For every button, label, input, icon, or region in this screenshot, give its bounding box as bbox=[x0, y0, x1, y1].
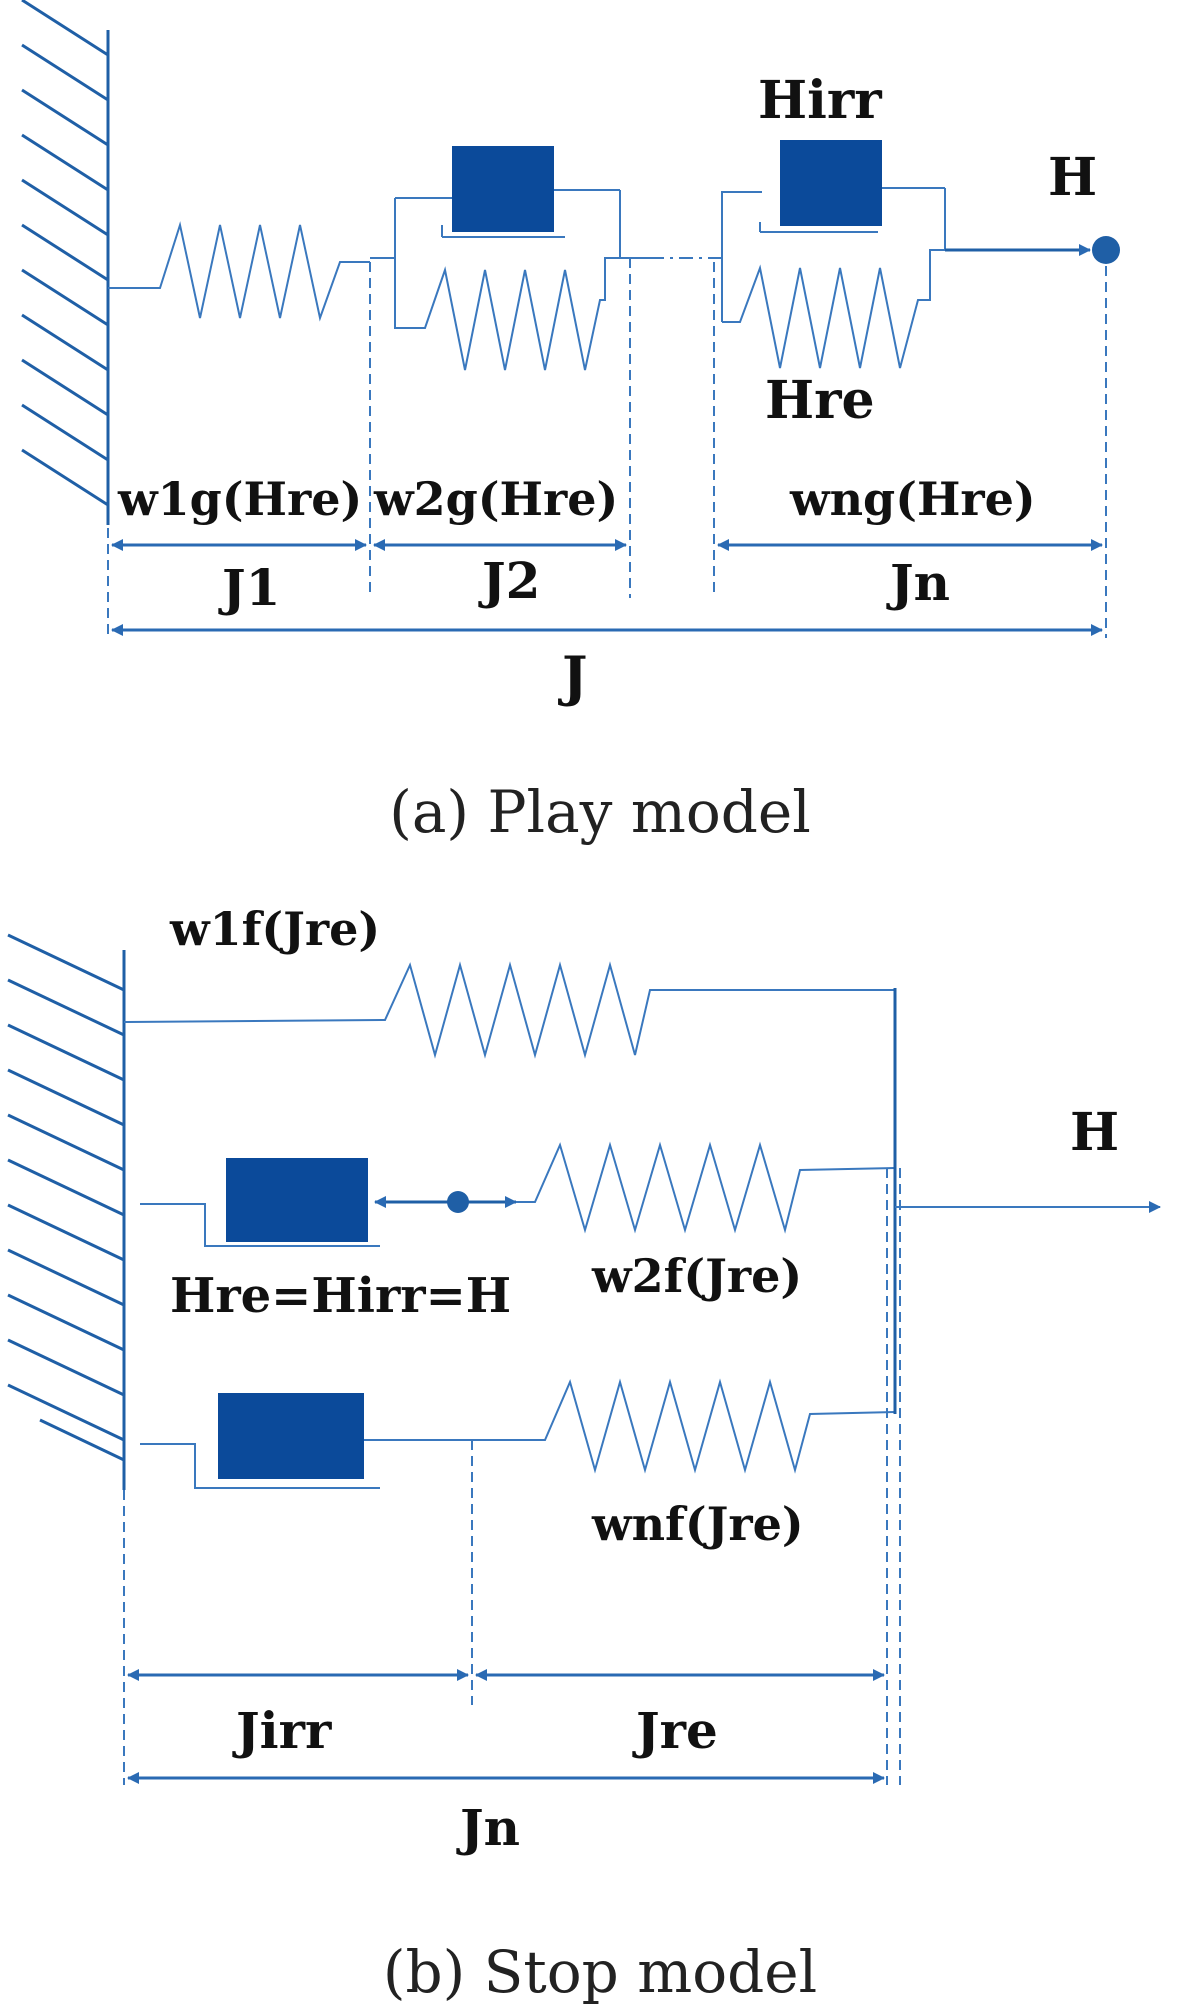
play-label-w2g: w2g(Hre) bbox=[373, 472, 618, 526]
play-element-n bbox=[720, 140, 1120, 369]
stop-branch-2 bbox=[140, 1141, 896, 1247]
stop-spring-2 bbox=[516, 1141, 896, 1234]
play-friction-block-2 bbox=[452, 146, 554, 232]
play-label-jn: Jn bbox=[886, 553, 950, 612]
stop-spring-1 bbox=[123, 961, 895, 1059]
play-dimensions bbox=[111, 539, 1103, 636]
play-label-j2: J2 bbox=[478, 551, 540, 610]
stop-label-jirr: Jirr bbox=[232, 1701, 332, 1760]
play-spring-n bbox=[722, 249, 945, 369]
play-spring-2 bbox=[410, 257, 620, 371]
stop-caption: (b) Stop model bbox=[383, 1938, 817, 2006]
play-output-node bbox=[1092, 236, 1120, 264]
play-friction-block-n bbox=[780, 140, 882, 226]
stop-dashed-guides bbox=[123, 1168, 901, 1785]
stop-label-h: H bbox=[1070, 1102, 1119, 1163]
stop-middle-node bbox=[447, 1191, 469, 1213]
play-dashed-guides bbox=[107, 258, 1107, 638]
play-label-w1g: w1g(Hre) bbox=[117, 472, 362, 526]
stop-label-w1f: w1f(Jre) bbox=[169, 902, 380, 956]
play-label-j: J bbox=[558, 644, 588, 708]
stop-model-diagram: w1f(Jre) H Hre=Hirr=H w2f(Jre) wnf(Jre) … bbox=[7, 902, 1161, 2006]
play-element-2 bbox=[370, 146, 650, 371]
play-label-wng: wng(Hre) bbox=[789, 472, 1036, 526]
stop-spring-n bbox=[525, 1378, 896, 1474]
stop-dimensions bbox=[127, 1669, 885, 1784]
play-label-hre: Hre bbox=[765, 370, 875, 431]
stop-friction-block-n bbox=[218, 1393, 364, 1479]
stop-label-jn: Jn bbox=[456, 1798, 520, 1857]
play-label-hirr: Hirr bbox=[758, 70, 882, 131]
play-caption: (a) Play model bbox=[389, 778, 811, 846]
stop-label-wnf: wnf(Jre) bbox=[591, 1497, 804, 1551]
stop-label-jre: Jre bbox=[632, 1701, 718, 1760]
stop-friction-block-2 bbox=[226, 1158, 368, 1242]
play-label-j1: J1 bbox=[218, 558, 280, 617]
stop-label-w2f: w2f(Jre) bbox=[591, 1249, 802, 1303]
play-label-h: H bbox=[1048, 147, 1097, 208]
play-wall bbox=[21, 0, 110, 525]
stop-branch-n bbox=[140, 1378, 896, 1489]
stop-label-eq: Hre=Hirr=H bbox=[170, 1268, 511, 1324]
stop-wall bbox=[7, 933, 126, 1490]
play-spring-1 bbox=[108, 221, 370, 322]
play-model-diagram: Hirr H Hre w1g(Hre) w2g(Hre) wng(Hre) J1… bbox=[21, 0, 1120, 846]
